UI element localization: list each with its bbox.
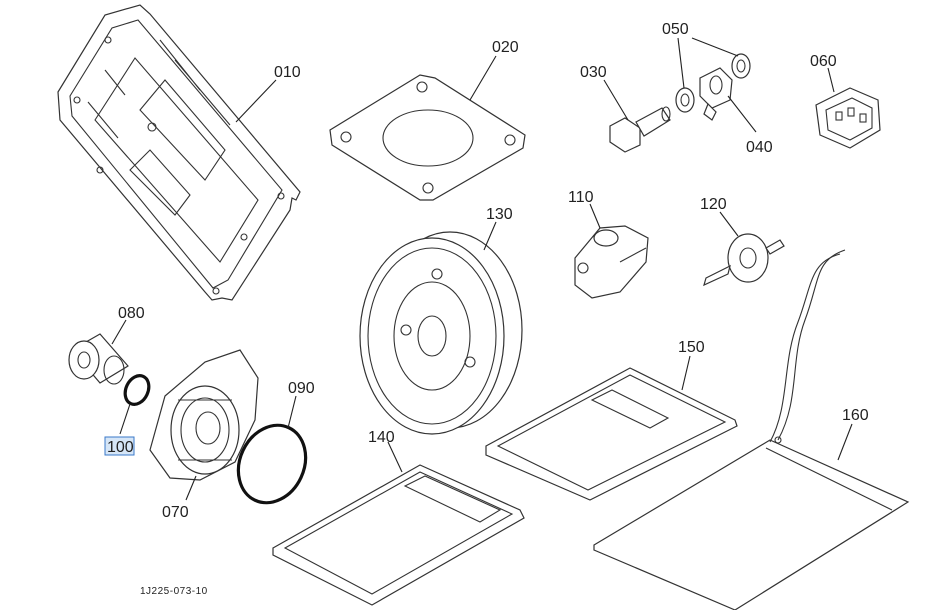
label-090[interactable]: 090 bbox=[288, 380, 315, 397]
leader-050b bbox=[691, 37, 739, 57]
part-160-sheet[interactable] bbox=[593, 249, 910, 610]
label-020[interactable]: 020 bbox=[492, 39, 519, 56]
leader-120 bbox=[719, 211, 739, 237]
leader-090 bbox=[287, 395, 297, 429]
label-130[interactable]: 130 bbox=[486, 206, 513, 223]
part-150-gasket-sheet[interactable] bbox=[485, 367, 738, 501]
part-100-o-ring[interactable] bbox=[121, 372, 154, 408]
label-070[interactable]: 070 bbox=[162, 504, 189, 521]
label-040[interactable]: 040 bbox=[746, 139, 773, 156]
leader-150 bbox=[681, 355, 691, 391]
label-100-highlight bbox=[104, 436, 135, 456]
leader-030 bbox=[603, 79, 629, 121]
part-030-banjo-bolt[interactable] bbox=[609, 106, 671, 153]
leader-100 bbox=[119, 403, 131, 435]
leader-040 bbox=[727, 95, 757, 133]
leader-130 bbox=[483, 221, 497, 251]
label-160[interactable]: 160 bbox=[842, 407, 869, 424]
leader-080 bbox=[111, 319, 127, 345]
leader-140 bbox=[387, 441, 403, 473]
label-150[interactable]: 150 bbox=[678, 339, 705, 356]
part-040-banjo-fitting[interactable] bbox=[699, 67, 733, 121]
label-110[interactable]: 110 bbox=[568, 189, 594, 206]
leader-160 bbox=[837, 423, 853, 461]
part-120-valve[interactable] bbox=[703, 233, 785, 287]
label-010[interactable]: 010 bbox=[274, 64, 301, 81]
part-130-pulley[interactable] bbox=[359, 231, 523, 435]
part-140-gasket-sheet[interactable] bbox=[272, 464, 525, 606]
leader-010 bbox=[235, 79, 277, 123]
label-050[interactable]: 050 bbox=[662, 21, 689, 38]
part-010-cover-plate[interactable] bbox=[57, 4, 301, 301]
label-140[interactable]: 140 bbox=[368, 429, 395, 446]
label-100[interactable]: 100 bbox=[107, 439, 134, 456]
leader-110 bbox=[589, 203, 601, 229]
part-090-o-ring[interactable] bbox=[226, 414, 318, 514]
leader-050a bbox=[677, 37, 685, 89]
leader-070 bbox=[185, 475, 197, 501]
part-060-connector[interactable] bbox=[815, 87, 881, 149]
label-120[interactable]: 120 bbox=[700, 196, 727, 213]
leader-020 bbox=[469, 55, 497, 101]
label-030[interactable]: 030 bbox=[580, 64, 607, 81]
part-110-filter-head[interactable] bbox=[574, 225, 649, 299]
part-050-washers[interactable] bbox=[675, 53, 751, 113]
leader-060 bbox=[827, 67, 835, 93]
part-020-gasket[interactable] bbox=[329, 74, 526, 201]
label-080[interactable]: 080 bbox=[118, 305, 145, 322]
part-070-housing[interactable] bbox=[149, 349, 259, 481]
part-080-bushing[interactable] bbox=[68, 333, 129, 385]
label-060[interactable]: 060 bbox=[810, 53, 837, 70]
drawing-reference: 1J225-073-10 bbox=[140, 586, 208, 597]
